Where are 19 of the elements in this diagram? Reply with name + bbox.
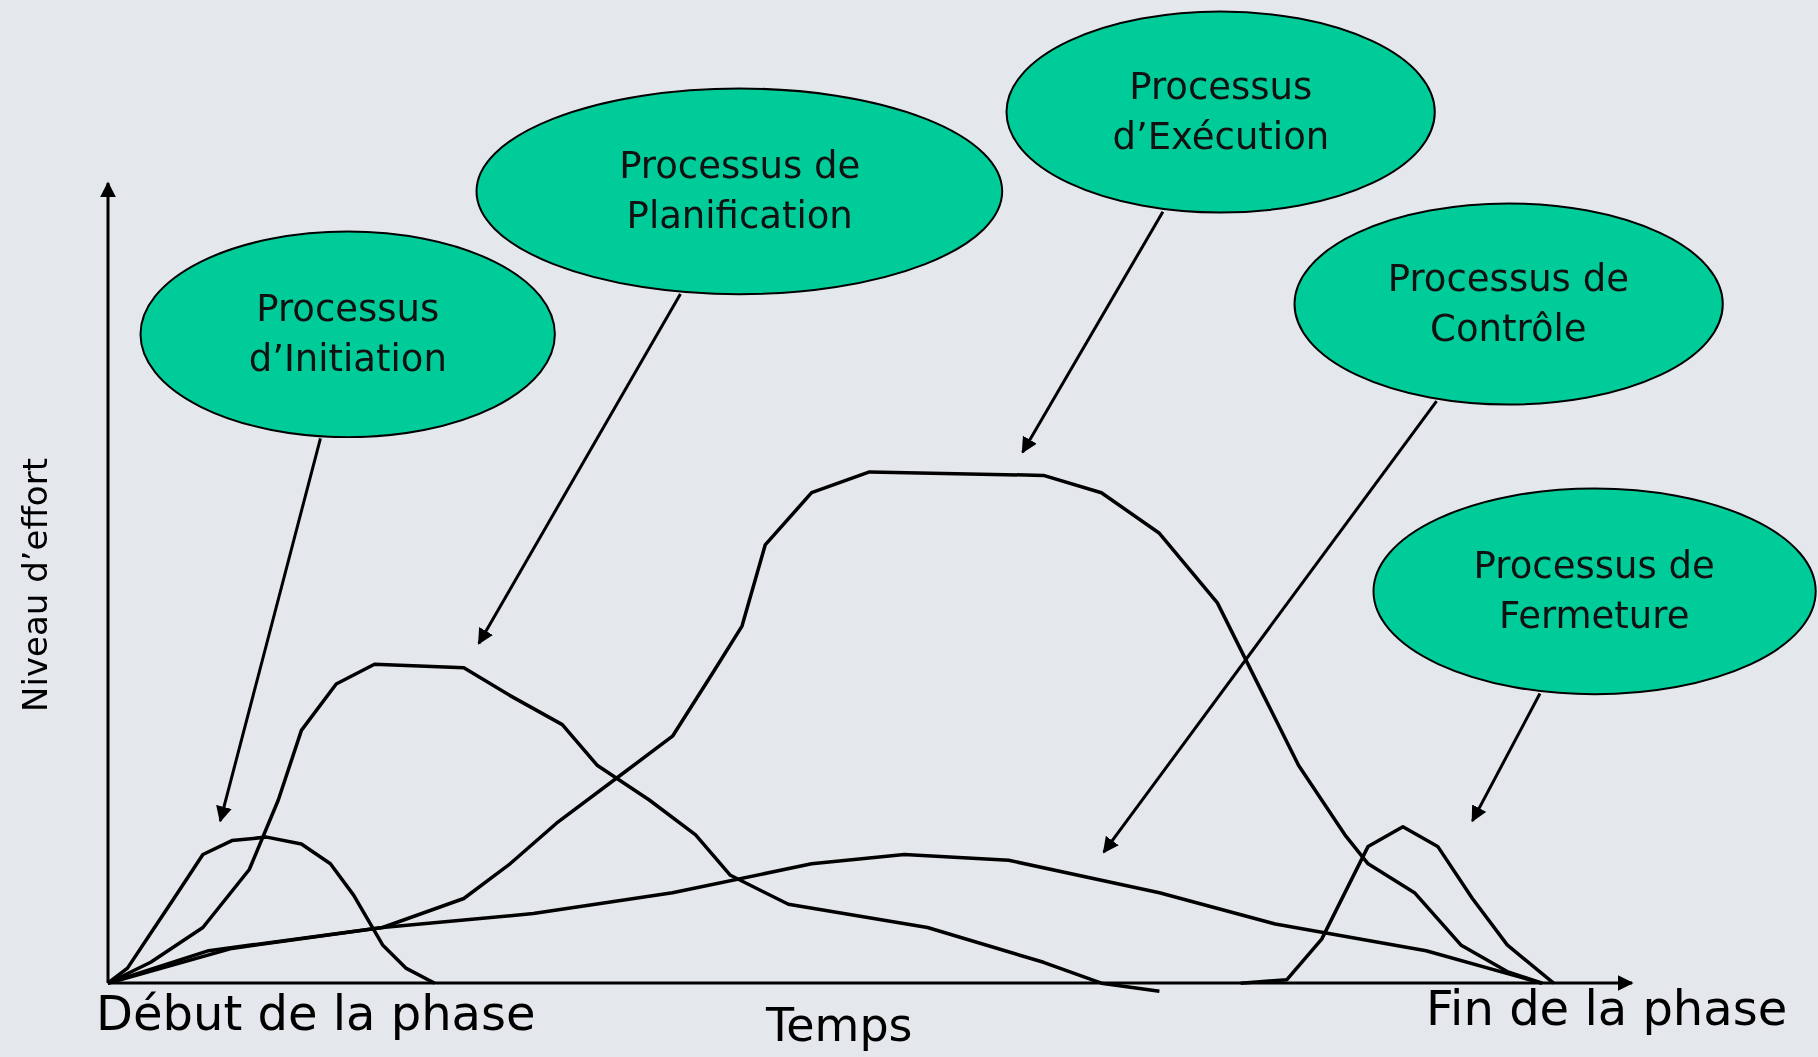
leader-arrow	[216, 438, 322, 823]
axis-title: Niveau d’effort	[15, 458, 55, 712]
process-ellipse	[1371, 486, 1817, 696]
leader-arrow	[477, 293, 682, 645]
process-ellipse	[475, 86, 1004, 296]
process-name: Processus de Planification	[618, 143, 862, 240]
process-ellipse	[139, 229, 557, 439]
leader-arrow	[1471, 692, 1542, 823]
process-name: Processus d’Initiation	[247, 285, 448, 382]
process-ellipse	[1292, 201, 1724, 406]
leader-arrow	[1021, 211, 1165, 454]
axis-end-label: Fin de la phase	[1426, 980, 1788, 1036]
process-name: Processus d’Exécution	[1111, 64, 1331, 161]
axis-end-label: Début de la phase	[96, 985, 536, 1041]
process-name: Processus de Fermeture	[1472, 543, 1716, 640]
process-name: Processus de Contrôle	[1386, 255, 1630, 352]
leader-arrow	[1102, 400, 1438, 854]
process-ellipse	[1005, 10, 1437, 215]
axis-title: Temps	[766, 998, 913, 1052]
